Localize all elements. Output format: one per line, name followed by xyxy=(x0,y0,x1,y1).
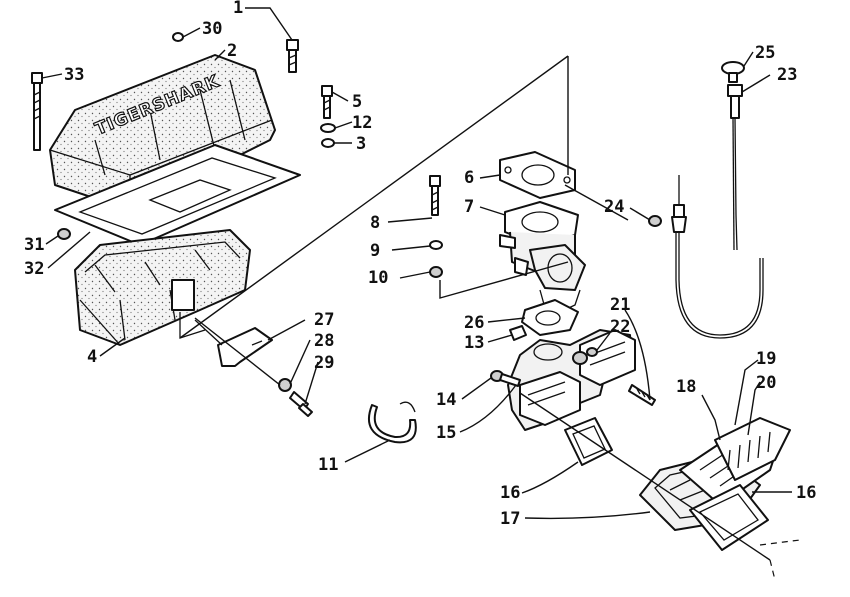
gasket-26 xyxy=(521,299,579,336)
air-silencer-gasket xyxy=(54,144,301,246)
callout-33: 33 xyxy=(64,65,84,85)
callout-14: 14 xyxy=(436,390,456,410)
bracket-27 xyxy=(217,327,273,367)
leader-lines xyxy=(41,7,792,561)
callout-7: 7 xyxy=(464,197,474,217)
carb-gasket-6 xyxy=(499,151,576,199)
callout-27: 27 xyxy=(314,310,334,330)
callout-16-right: 16 xyxy=(796,483,816,503)
bolt-1 xyxy=(286,39,299,73)
callout-19: 19 xyxy=(756,349,776,369)
callout-20: 20 xyxy=(756,373,776,393)
callout-4: 4 xyxy=(87,347,97,367)
callout-28: 28 xyxy=(314,331,334,351)
callout-30: 30 xyxy=(202,19,222,39)
callout-11: 11 xyxy=(318,455,338,475)
washer-12 xyxy=(320,123,336,133)
callout-23: 23 xyxy=(777,65,797,85)
callout-1: 1 xyxy=(233,0,243,18)
cable-nut-23 xyxy=(727,84,743,119)
air-silencer-cover: TIGERSHARK xyxy=(49,54,276,211)
intake-manifold xyxy=(507,329,636,431)
washer-28 xyxy=(278,378,292,392)
callout-labels: 1 30 2 33 5 12 3 6 7 8 9 10 31 32 4 27 2… xyxy=(24,0,816,529)
washer-22 xyxy=(586,347,598,357)
bolt-5 xyxy=(321,85,333,119)
callout-5: 5 xyxy=(352,92,362,112)
callout-24: 24 xyxy=(604,197,624,217)
callout-31: 31 xyxy=(24,235,44,255)
grommet-31 xyxy=(57,228,71,240)
washer-9 xyxy=(429,240,443,250)
nut-24 xyxy=(648,215,662,227)
callout-13: 13 xyxy=(464,333,484,353)
throttle-cable-upper xyxy=(734,117,738,251)
callout-17: 17 xyxy=(500,509,520,529)
clamp-11 xyxy=(367,404,417,444)
callout-18: 18 xyxy=(676,377,696,397)
offpage-dashed-part xyxy=(759,539,801,581)
reed-gasket-16-left xyxy=(564,417,613,466)
callout-29: 29 xyxy=(314,353,334,373)
grommet-30 xyxy=(172,32,184,42)
bolt-33 xyxy=(31,72,43,151)
callout-26: 26 xyxy=(464,313,484,333)
throttle-cable-lower xyxy=(671,175,764,339)
callout-25: 25 xyxy=(755,43,775,63)
callout-12: 12 xyxy=(352,113,372,133)
bolt-14 xyxy=(490,370,521,387)
callout-32: 32 xyxy=(24,259,44,279)
callout-15: 15 xyxy=(436,423,456,443)
fitting-13 xyxy=(509,325,527,341)
reed-gasket-16-right xyxy=(689,484,769,551)
nut-10 xyxy=(429,266,443,278)
stud-8 xyxy=(429,175,441,216)
callout-21: 21 xyxy=(610,295,630,315)
reed-petal-19-20 xyxy=(714,417,791,481)
callout-10: 10 xyxy=(368,268,388,288)
callout-9: 9 xyxy=(370,241,380,261)
callout-8: 8 xyxy=(370,213,380,233)
air-silencer-box xyxy=(74,229,251,346)
washer-3 xyxy=(321,138,335,148)
callout-22: 22 xyxy=(610,317,630,337)
callout-2: 2 xyxy=(227,41,237,61)
callout-16-left: 16 xyxy=(500,483,520,503)
cable-adjuster-25 xyxy=(721,61,745,83)
callout-6: 6 xyxy=(464,168,474,188)
bolt-29 xyxy=(289,391,313,417)
carburetor-7 xyxy=(499,201,586,313)
stud-21 xyxy=(628,384,656,406)
callout-3: 3 xyxy=(356,134,366,154)
